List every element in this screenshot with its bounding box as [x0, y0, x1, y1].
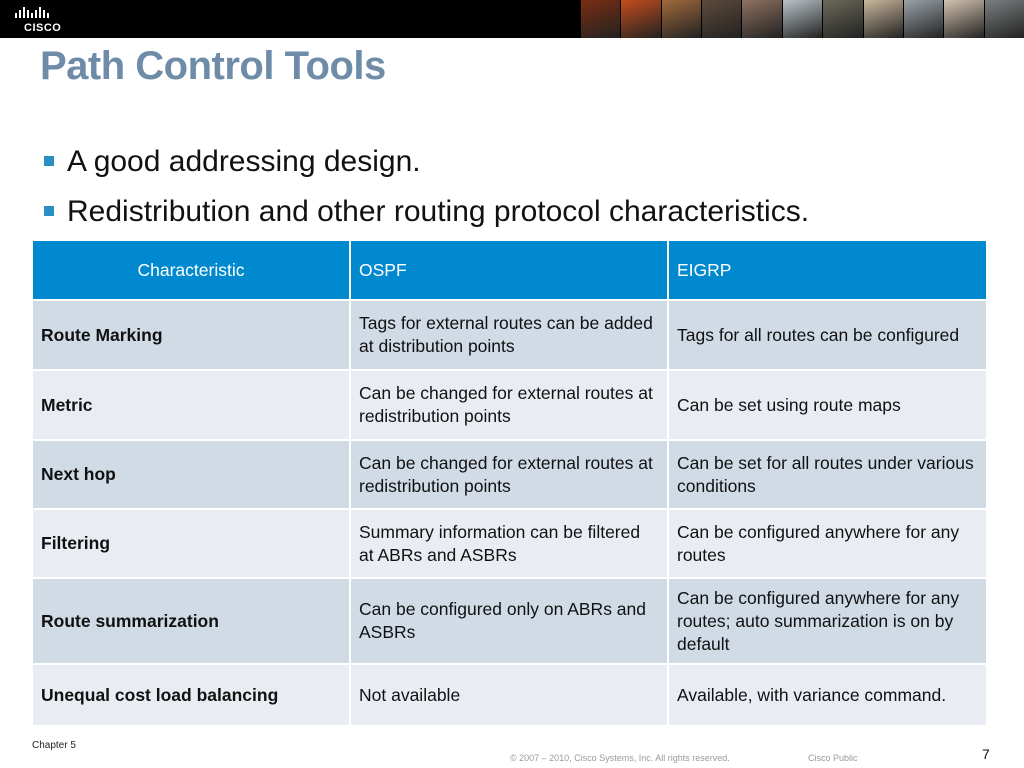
header-photo — [781, 0, 823, 38]
cisco-bridge-icon — [15, 7, 49, 18]
eigrp-cell: Can be set using route maps — [667, 369, 988, 441]
row-label: Route Marking — [31, 299, 351, 371]
column-header-characteristic: Characteristic — [31, 239, 351, 301]
bullet-text: Redistribution and other routing protoco… — [67, 195, 810, 228]
header-photo — [943, 0, 984, 38]
table-row: Next hop Can be changed for external rou… — [31, 439, 988, 510]
table-row: Route summarization Can be configured on… — [31, 577, 988, 665]
header-photo — [862, 0, 903, 38]
square-bullet-icon — [44, 206, 54, 216]
bullet-list: A good addressing design. Redistribution… — [40, 140, 809, 240]
eigrp-cell: Can be configured anywhere for any route… — [667, 577, 988, 665]
page-number: 7 — [982, 746, 990, 762]
ospf-cell: Not available — [349, 663, 669, 727]
ospf-cell: Summary information can be filtered at A… — [349, 508, 669, 579]
column-header-eigrp: EIGRP — [667, 239, 988, 301]
header-photo — [741, 0, 782, 38]
slide-title: Path Control Tools — [40, 44, 386, 88]
table-row: Metric Can be changed for external route… — [31, 369, 988, 441]
row-label: Unequal cost load balancing — [31, 663, 351, 727]
logo-wordmark: CISCO — [24, 22, 62, 34]
header-photo — [983, 0, 1024, 38]
row-label: Route summarization — [31, 577, 351, 665]
row-label: Metric — [31, 369, 351, 441]
ospf-cell: Can be changed for external routes at re… — [349, 369, 669, 441]
footer-chapter: Chapter 5 — [32, 740, 76, 751]
table-row: Filtering Summary information can be fil… — [31, 508, 988, 579]
photo-strip — [580, 0, 1024, 38]
footer-copyright: © 2007 – 2010, Cisco Systems, Inc. All r… — [510, 753, 730, 763]
bullet-text: A good addressing design. — [67, 145, 421, 178]
row-label: Filtering — [31, 508, 351, 579]
header-photo — [620, 0, 661, 38]
eigrp-cell: Tags for all routes can be configured — [667, 299, 988, 371]
bullet-item: A good addressing design. — [40, 140, 809, 190]
header-photo — [822, 0, 863, 38]
ospf-cell: Can be configured only on ABRs and ASBRs — [349, 577, 669, 665]
table-row: Route Marking Tags for external routes c… — [31, 299, 988, 371]
bullet-item: Redistribution and other routing protoco… — [40, 190, 809, 240]
comparison-table: Characteristic OSPF EIGRP Route Marking … — [31, 239, 988, 727]
column-header-ospf: OSPF — [349, 239, 669, 301]
header-photo — [902, 0, 944, 38]
header-bar: CISCO — [0, 0, 1024, 38]
square-bullet-icon — [44, 156, 54, 166]
eigrp-cell: Available, with variance command. — [667, 663, 988, 727]
ospf-cell: Can be changed for external routes at re… — [349, 439, 669, 510]
table-header-row: Characteristic OSPF EIGRP — [31, 239, 988, 301]
footer-classification: Cisco Public — [808, 753, 858, 763]
ospf-cell: Tags for external routes can be added at… — [349, 299, 669, 371]
header-photo — [660, 0, 702, 38]
eigrp-cell: Can be configured anywhere for any route… — [667, 508, 988, 579]
row-label: Next hop — [31, 439, 351, 510]
table-row: Unequal cost load balancing Not availabl… — [31, 663, 988, 727]
header-photo — [580, 0, 621, 38]
cisco-logo: CISCO — [10, 5, 64, 34]
eigrp-cell: Can be set for all routes under various … — [667, 439, 988, 510]
header-photo — [701, 0, 742, 38]
